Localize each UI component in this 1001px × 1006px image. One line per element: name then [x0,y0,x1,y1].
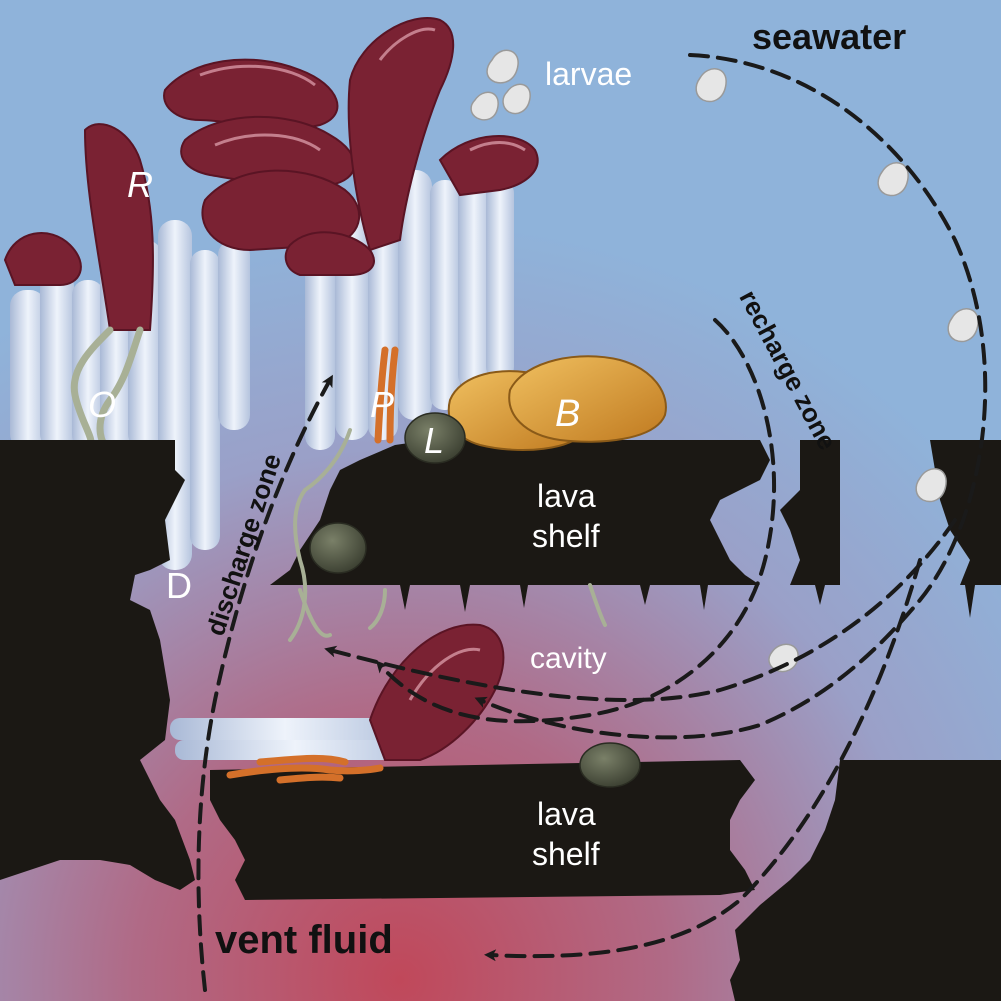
letter-O: O [88,384,117,425]
coiled-worms [70,326,144,449]
discharge-flow [196,374,333,992]
tubeworm-plumes-upper [3,17,539,331]
larvae-label: larvae [545,56,633,92]
dangling-worms [288,428,607,642]
letter-L: L [424,420,445,461]
lava-shelf-top-label-line1: lava [537,478,596,514]
tubeworm-colony-lower [170,623,505,761]
recharge-flow-deep [484,558,922,962]
letter-R: R [127,164,153,205]
flow-paths [196,53,988,992]
recharge-flow-outer [474,53,988,740]
letter-P: P [370,384,395,425]
cavity-label: cavity [530,642,607,675]
letter-D: D [166,565,192,606]
recharge-flow-inner [375,318,777,724]
letter-B: B [555,393,581,435]
lava-rock [0,440,1001,1001]
lava-shelf-top-label-line2: shelf [532,518,600,554]
larvae [470,49,979,673]
seawater-label: seawater [752,16,907,57]
orange-worms [226,346,399,784]
lava-shelf-bottom-label-line2: shelf [532,836,600,872]
vent-fluid-label: vent fluid [215,918,393,962]
limpets [309,412,641,788]
lava-shelf-bottom-label-line1: lava [537,796,596,832]
recharge-flow-middle [324,518,957,702]
stalactites [400,585,975,618]
plume-highlights [199,27,526,152]
mussels [447,355,667,451]
